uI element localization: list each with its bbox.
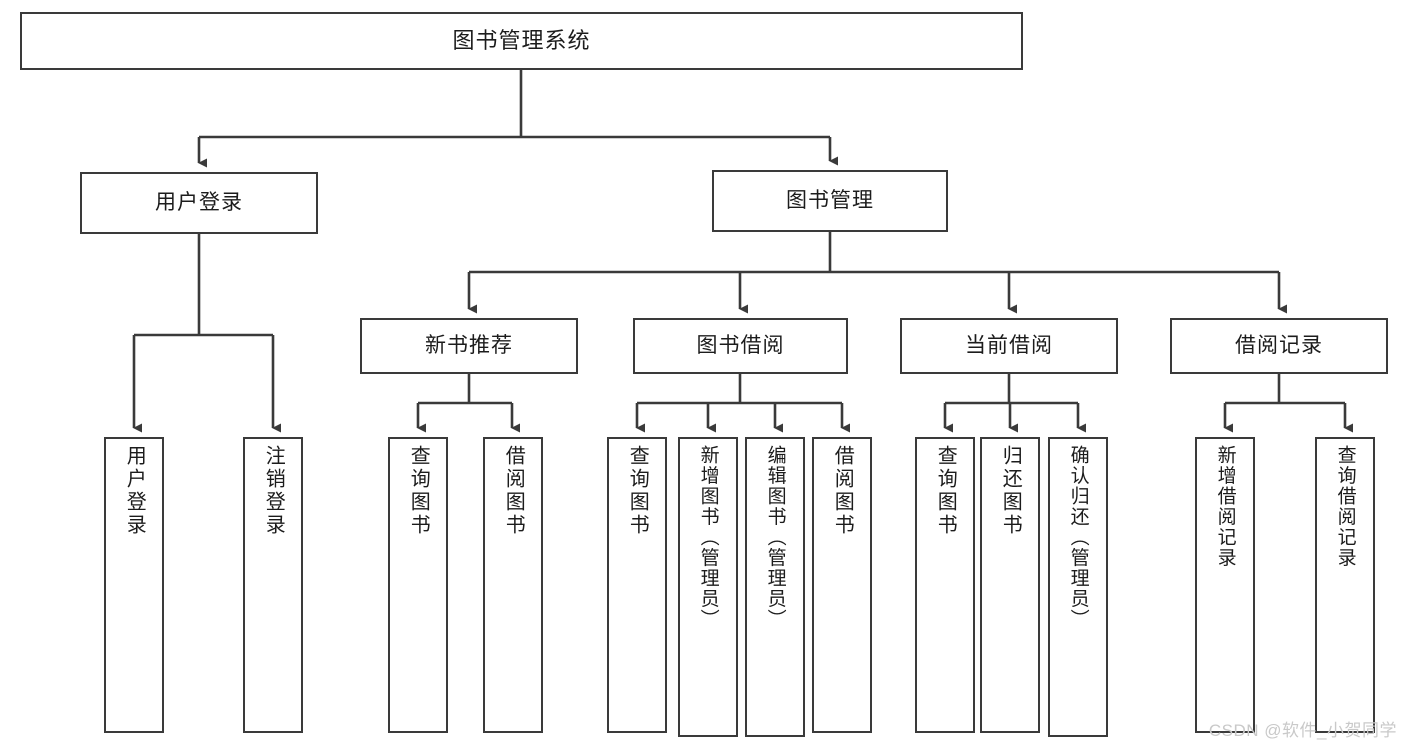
node-leaf-add-book[interactable]: 新增图书（管理员）: [678, 437, 738, 737]
node-leaf-borrow-book-1[interactable]: 借阅图书: [483, 437, 543, 733]
node-leaf-add-book-label: 新增图书（管理员）: [697, 445, 719, 630]
node-borrow-record[interactable]: 借阅记录: [1170, 318, 1388, 374]
node-new-book-recommend-label: 新书推荐: [425, 334, 513, 358]
node-book-borrow-label: 图书借阅: [696, 334, 785, 358]
node-borrow-record-label: 借阅记录: [1235, 334, 1323, 358]
node-leaf-logout[interactable]: 注销登录: [243, 437, 303, 733]
node-leaf-query-book-1-label: 查询图书: [407, 445, 430, 537]
node-user-login[interactable]: 用户登录: [80, 172, 318, 234]
node-book-borrow[interactable]: 图书借阅: [633, 318, 848, 374]
node-leaf-query-book-3-label: 查询图书: [934, 445, 957, 537]
node-leaf-user-login-label: 用户登录: [123, 445, 146, 537]
node-leaf-query-record[interactable]: 查询借阅记录: [1315, 437, 1375, 733]
node-leaf-confirm-return-label: 确认归还（管理员）: [1067, 445, 1089, 630]
node-leaf-add-record-label: 新增借阅记录: [1214, 445, 1236, 568]
node-leaf-borrow-book-2-label: 借阅图书: [831, 445, 854, 537]
node-book-manage[interactable]: 图书管理: [712, 170, 948, 232]
node-new-book-recommend[interactable]: 新书推荐: [360, 318, 578, 374]
node-leaf-logout-label: 注销登录: [262, 445, 285, 537]
node-leaf-query-book-2-label: 查询图书: [626, 445, 649, 537]
node-leaf-add-record[interactable]: 新增借阅记录: [1195, 437, 1255, 733]
node-leaf-edit-book-label: 编辑图书（管理员）: [764, 445, 786, 630]
node-book-manage-label: 图书管理: [786, 189, 874, 213]
node-root[interactable]: 图书管理系统: [20, 12, 1023, 70]
node-leaf-query-book-2[interactable]: 查询图书: [607, 437, 667, 733]
node-leaf-edit-book[interactable]: 编辑图书（管理员）: [745, 437, 805, 737]
node-leaf-confirm-return[interactable]: 确认归还（管理员）: [1048, 437, 1108, 737]
node-leaf-borrow-book-2[interactable]: 借阅图书: [812, 437, 872, 733]
node-current-borrow[interactable]: 当前借阅: [900, 318, 1118, 374]
node-leaf-query-book-3[interactable]: 查询图书: [915, 437, 975, 733]
node-leaf-query-book-1[interactable]: 查询图书: [388, 437, 448, 733]
node-user-login-label: 用户登录: [155, 191, 243, 215]
node-leaf-return-book[interactable]: 归还图书: [980, 437, 1040, 733]
csdn-watermark: CSDN @软件_小贺同学: [1208, 721, 1397, 740]
node-leaf-borrow-book-1-label: 借阅图书: [502, 445, 525, 537]
node-leaf-user-login[interactable]: 用户登录: [104, 437, 164, 733]
node-leaf-return-book-label: 归还图书: [999, 445, 1022, 537]
node-current-borrow-label: 当前借阅: [965, 334, 1053, 358]
node-root-label: 图书管理系统: [452, 27, 591, 53]
node-leaf-query-record-label: 查询借阅记录: [1334, 445, 1356, 568]
